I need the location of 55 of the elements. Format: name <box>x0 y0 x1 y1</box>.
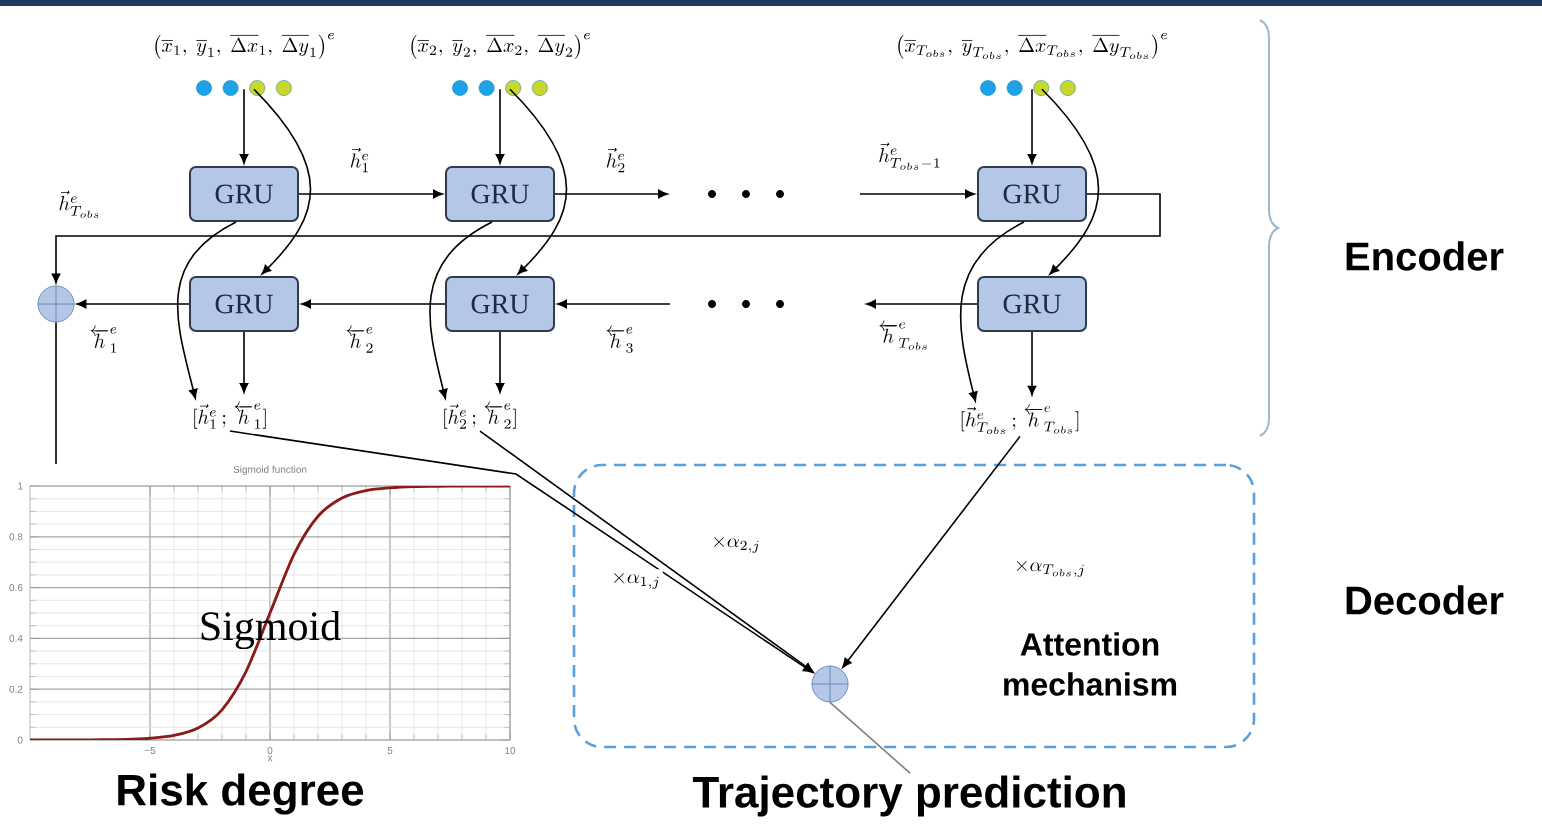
section-label: Encoder <box>1346 241 1504 271</box>
edge-label: $\times\alpha_{1,j}$ <box>609 569 663 591</box>
arrow <box>495 88 505 164</box>
output-title: Trajectory prediction <box>692 775 1125 817</box>
gru-box: GRU <box>977 166 1087 222</box>
sum-circle <box>37 285 75 323</box>
edge-label: $\vec{h}^e_1$ <box>347 145 373 175</box>
edge-label: $\overleftarrow{h}^e_3$ <box>603 325 637 355</box>
edge-label: $\overleftarrow{h}^e_1$ <box>87 325 121 355</box>
arrow <box>1027 88 1037 164</box>
line-series <box>30 486 511 741</box>
arrow <box>479 430 814 673</box>
arrow <box>557 299 671 309</box>
line <box>829 701 911 774</box>
arrow <box>859 189 975 199</box>
arrow <box>554 189 668 199</box>
arrow <box>1041 88 1100 275</box>
gru-box: GRU <box>445 166 555 222</box>
arrow <box>239 331 249 393</box>
concat-vector: $[\vec{h}^e_2\,;\,\overleftarrow{h}^e_2]$ <box>444 401 516 429</box>
arrow <box>842 435 1021 668</box>
input-vector: $\left(\overline{x}_{T_{obs}},\ \overline{y}_{T_{obs}},\ \overline{\Delta x}_{T_{obs}},\ \overline{\Delta y}_{T_{obs}}\right)^e$ <box>898 33 1168 59</box>
line <box>55 321 57 465</box>
arrow <box>253 88 312 275</box>
arrow <box>429 221 493 399</box>
arrow <box>76 299 190 309</box>
arrow <box>509 88 568 275</box>
arrow <box>229 430 814 673</box>
edge-label: $\times\alpha_{T_{obs},j}$ <box>1012 557 1089 579</box>
section-label: Decoder <box>1346 585 1504 615</box>
arrow <box>1027 331 1037 396</box>
input-vector: $\left(\overline{x}_1,\ \overline{y}_1,\ \overline{\Delta x}_1,\ \overline{\Delta y}_1\right)^e$ <box>155 33 335 59</box>
input-vector: $\left(\overline{x}_2,\ \overline{y}_2,\ \overline{\Delta x}_2,\ \overline{\Delta y}_2\right)^e$ <box>411 33 591 59</box>
gru-box: GRU <box>977 276 1087 332</box>
arrow <box>301 299 446 309</box>
edge-label: $\vec{h}^e_{T_{obs}}$ <box>56 188 104 220</box>
concat-vector: $[\vec{h}^e_{T_{obs}}\,;\,\overleftarrow{h}^e_{T_{obs}}]$ <box>961 404 1079 435</box>
arrow <box>866 299 978 309</box>
arrow <box>176 221 237 399</box>
chart-caption: Risk degree <box>118 773 364 815</box>
arrow <box>298 189 443 199</box>
arrow <box>51 193 1161 284</box>
gru-box: GRU <box>189 276 299 332</box>
arrow <box>239 88 249 164</box>
edge-label: $\overleftarrow{h}^e_2$ <box>343 325 377 355</box>
edge-label: $\vec{h}^e_{T_{obs}-1}$ <box>876 140 944 172</box>
edge-label: $\times\alpha_{2,j}$ <box>709 533 763 555</box>
arrow <box>959 221 1025 402</box>
concat-vector: $[\vec{h}^e_1\,;\,\overleftarrow{h}^e_1]$ <box>194 401 266 429</box>
edge-label: $\vec{h}^e_2$ <box>603 145 629 175</box>
gru-box: GRU <box>445 276 555 332</box>
sum-circle <box>811 665 849 703</box>
arrow <box>495 331 505 393</box>
gru-box: GRU <box>189 166 299 222</box>
edge-label: $\overleftarrow{h}^e_{T_{obs}}$ <box>876 320 932 352</box>
